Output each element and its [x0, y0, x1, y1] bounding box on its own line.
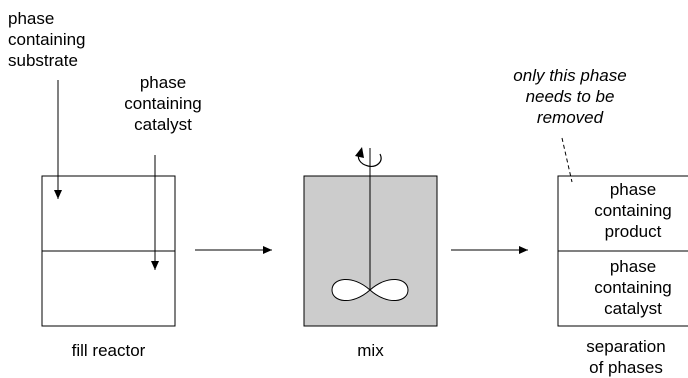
catalyst-input-label: phase containing catalyst [118, 72, 208, 135]
catalyst-phase-line-3: catalyst [604, 299, 662, 318]
product-phase-line-3: product [604, 222, 662, 241]
substrate-label-line-2: containing [8, 30, 86, 49]
step-label-mix: mix [304, 340, 437, 361]
stirrer-blade-right [369, 279, 409, 301]
note-line-2: needs to be [525, 87, 615, 106]
note-line-1: only this phase [513, 66, 627, 85]
catalyst-phase-label: phase containing catalyst [583, 256, 683, 319]
rotation-arrowhead [355, 147, 364, 158]
substrate-label-line-1: phase [8, 9, 55, 28]
note-pointer [561, 137, 573, 183]
catalyst-phase-line-1: phase [609, 257, 657, 276]
separation-step-line-1: separation [586, 337, 666, 356]
catalyst-input-line-3: catalyst [134, 115, 192, 134]
separation-step-line-2: of phases [589, 358, 663, 377]
substrate-label-line-3: substrate [8, 51, 78, 70]
product-phase-label: phase containing product [583, 179, 683, 242]
note-line-3: removed [536, 108, 604, 127]
step-label-fill: fill reactor [42, 340, 175, 361]
fill-step-text: fill reactor [71, 341, 146, 360]
catalyst-input-line-1: phase [139, 73, 187, 92]
mix-step-text: mix [357, 341, 384, 360]
catalyst-phase-line-2: containing [594, 278, 672, 297]
step-label-separation: separation of phases [566, 336, 686, 378]
removal-note: only this phase needs to be removed [500, 65, 640, 128]
product-phase-line-2: containing [594, 201, 672, 220]
product-phase-line-1: phase [609, 180, 657, 199]
catalyst-input-line-2: containing [124, 94, 202, 113]
rotation-arrow-icon [357, 151, 382, 167]
stirrer-blade-left [331, 279, 371, 301]
substrate-phase-label: phase containing substrate [8, 8, 86, 71]
